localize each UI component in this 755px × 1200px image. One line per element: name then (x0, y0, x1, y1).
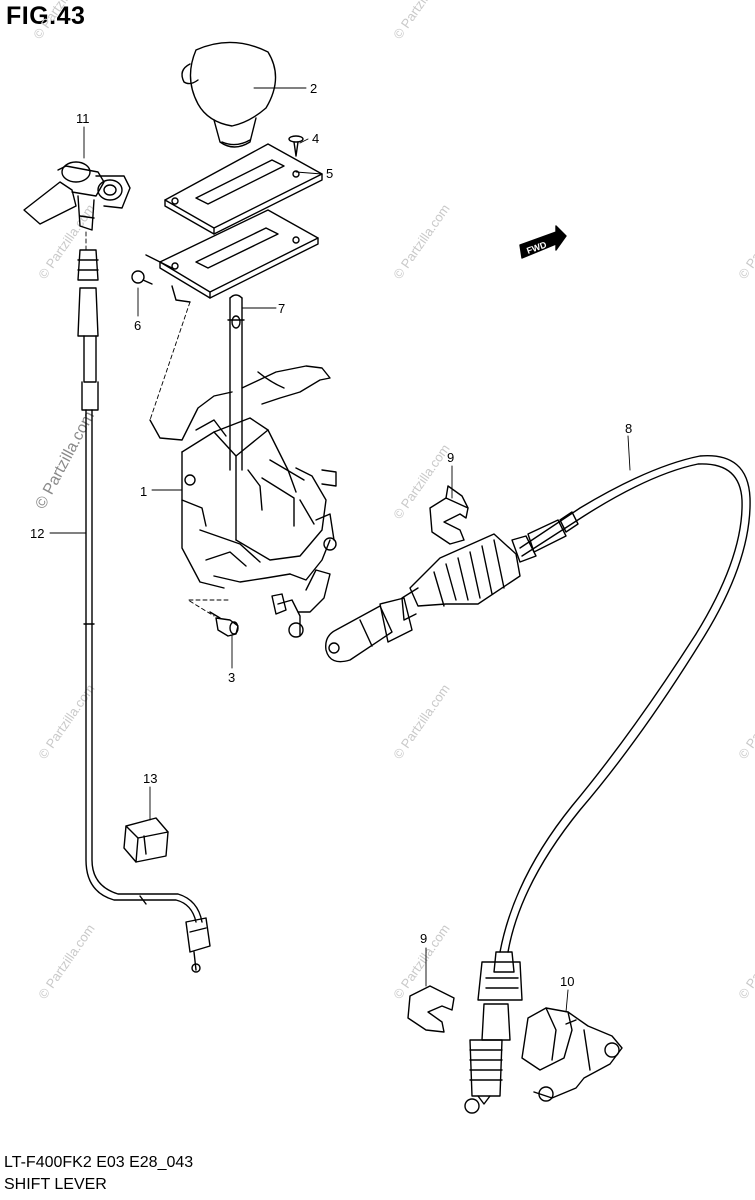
callout-9-lower: 9 (420, 931, 427, 946)
callout-2: 2 (310, 81, 317, 96)
callout-10: 10 (560, 974, 574, 989)
callout-13: 13 (143, 771, 157, 786)
guide-lines (85, 231, 229, 617)
watermark-text: © Partzilla.com (735, 681, 755, 761)
fwd-arrow-icon (519, 225, 567, 259)
watermark-text: © Partzilla.com (390, 0, 453, 42)
shift-cable (325, 455, 751, 1114)
callout-7: 7 (278, 301, 285, 316)
callout-11: 11 (76, 111, 90, 126)
cable-12 (77, 249, 211, 973)
watermark-text: © Partzilla.com (35, 681, 98, 761)
cable-clip-upper (429, 485, 469, 545)
callout-1: 1 (140, 484, 147, 499)
shift-rod (227, 294, 245, 471)
watermark-text: © Partzilla.com (390, 681, 453, 761)
watermark-text: © Partzilla.com (30, 0, 93, 42)
callout-8: 8 (625, 421, 632, 436)
cable-bracket (23, 161, 131, 231)
callouts: 1 2 3 4 5 6 7 8 9 9 10 11 12 13 (30, 81, 632, 989)
watermark-text: © Partzilla.com (735, 921, 755, 1001)
watermark-text: © Partzilla.com (390, 441, 453, 521)
cable-bracket-10 (521, 1007, 623, 1102)
callout-6: 6 (134, 318, 141, 333)
watermark-text: © Partzilla.com (735, 201, 755, 281)
watermark-text: © Partzilla.com (35, 921, 98, 1001)
callout-9-upper: 9 (447, 450, 454, 465)
bolt (131, 270, 153, 285)
watermark-text: © Partzilla.com (390, 201, 453, 281)
watermark-text: © Partzilla.com (33, 409, 99, 512)
shift-lever-assembly (149, 365, 337, 638)
figure-title: FIG.43 (6, 2, 86, 30)
grommet (123, 817, 169, 863)
bolt-3 (209, 611, 239, 637)
callout-4: 4 (312, 131, 319, 146)
model-code: LT-F400FK2 E03 E28_043 (4, 1154, 194, 1171)
gate-plate (145, 209, 319, 303)
cable-clip-lower (407, 985, 455, 1033)
section-name: SHIFT LEVER (4, 1176, 107, 1193)
shift-knob (181, 41, 277, 148)
screw (288, 135, 304, 157)
upper-plate (164, 143, 323, 235)
callout-3: 3 (228, 670, 235, 685)
watermarks: © Partzilla.com © Partzilla.com © Partzi… (30, 0, 755, 1002)
callout-5: 5 (326, 166, 333, 181)
callout-12: 12 (30, 526, 44, 541)
leader-lines (49, 87, 631, 1013)
